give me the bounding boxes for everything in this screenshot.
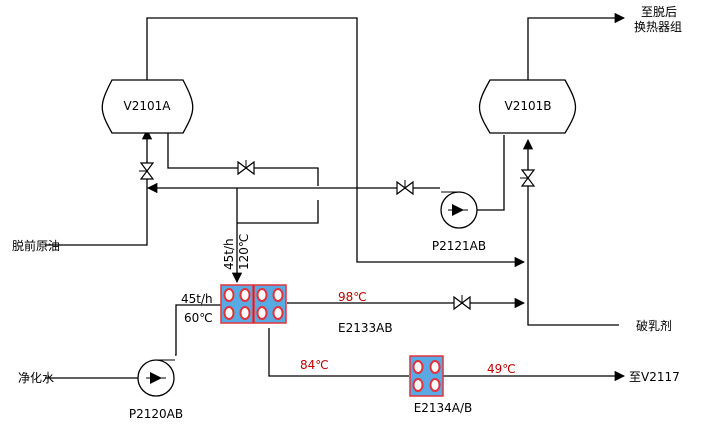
- pipe-side-branch: [237, 200, 319, 224]
- valve-v2101a-bottom: [237, 160, 255, 176]
- valve-e2133-outlet: [453, 295, 471, 311]
- stream-demulsifier-label: 破乳剂: [636, 318, 672, 333]
- exchanger-e2134: E2134A/B: [409, 355, 473, 415]
- stream-to-exchanger-line2: 换热器组: [634, 20, 682, 34]
- e2133-outlet-temp: 98℃: [338, 290, 367, 304]
- stream-crude-inlet-label: 脱前原油: [12, 238, 60, 253]
- vessel-v2101b: V2101B: [478, 79, 577, 134]
- stream-water-inlet-label: 净化水: [18, 371, 54, 385]
- e2134-inlet-temp: 84℃: [300, 358, 329, 372]
- exchanger-e2134-label: E2134A/B: [414, 401, 473, 415]
- valve-p2121-discharge: [396, 180, 414, 196]
- e2134-outlet-temp: 49℃: [487, 362, 516, 376]
- stream-to-exchanger-line1: 至脱后: [641, 4, 677, 19]
- pipe-demulsifier: [522, 138, 619, 326]
- pump-p2121: P2121AB: [432, 191, 486, 253]
- pump-p2120-label: P2120AB: [129, 407, 183, 421]
- exchanger-e2133: E2133AB: [220, 284, 393, 335]
- pump-p2120: P2120AB: [129, 359, 183, 421]
- pipe-crude-inlet: [45, 128, 153, 246]
- valve-v2101b-inlet: [520, 169, 536, 187]
- vessel-v2101b-label: V2101B: [505, 99, 552, 113]
- crude-flow-label: 45t/h: [222, 238, 236, 270]
- pipe-v2101b-overhead: [527, 12, 626, 82]
- stream-to-v2117-label: 至V2117: [629, 370, 680, 384]
- crude-temp-label: 120℃: [237, 234, 251, 270]
- water-temp-label: 60℃: [184, 311, 213, 325]
- pipe-e2133-to-e2134: [268, 328, 409, 377]
- pipe-v2101a-bottom: [167, 130, 319, 186]
- pipe-v2101a-overhead: [146, 17, 526, 268]
- pipe-p2120-discharge: [175, 304, 221, 356]
- water-flow-label: 45t/h: [181, 292, 213, 306]
- pump-p2121-label: P2121AB: [432, 239, 486, 253]
- vessel-v2101a-label: V2101A: [124, 99, 172, 113]
- valve-crude-inlet: [139, 162, 155, 180]
- vessel-v2101a: V2101A: [101, 79, 194, 134]
- exchanger-e2133-label: E2133AB: [338, 321, 393, 335]
